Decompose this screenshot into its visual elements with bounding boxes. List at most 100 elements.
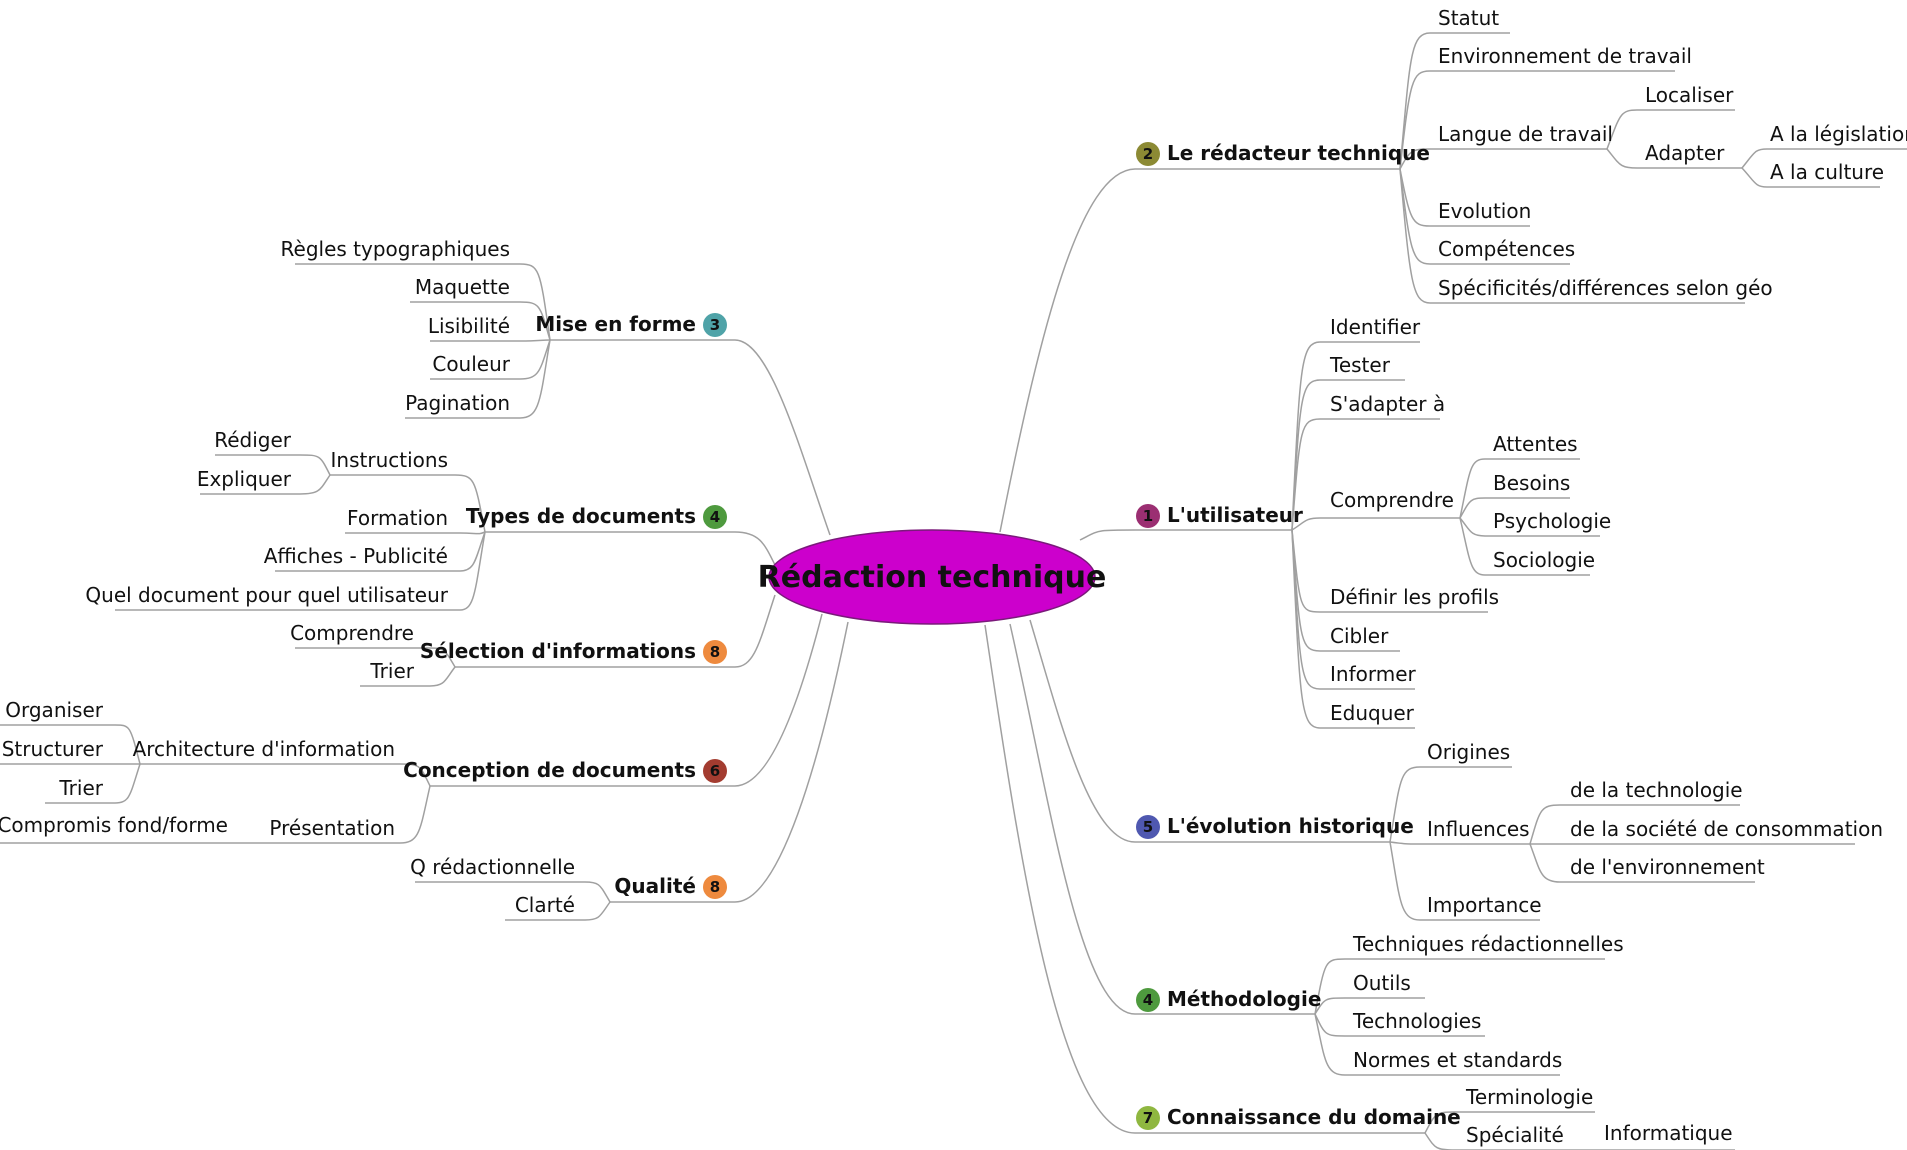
topic-presentation[interactable]: Présentation bbox=[269, 816, 395, 840]
branch-domaine[interactable]: 7 Connaissance du domaine bbox=[1136, 1105, 1461, 1130]
topic-couleur[interactable]: Couleur bbox=[432, 352, 510, 376]
topic-influences[interactable]: Influences bbox=[1427, 817, 1530, 841]
connector bbox=[1079, 529, 1136, 541]
topic-architecture[interactable]: Architecture d'information bbox=[133, 737, 395, 761]
topic-terminologie[interactable]: Terminologie bbox=[1465, 1085, 1593, 1109]
topic-adapter[interactable]: Adapter bbox=[1645, 141, 1725, 165]
topic-statut[interactable]: Statut bbox=[1438, 6, 1499, 30]
connector bbox=[1399, 168, 1745, 304]
topic-q-redactionnelle[interactable]: Q rédactionnelle bbox=[410, 855, 575, 879]
number-4-icon: 4 bbox=[703, 505, 727, 529]
topic-eduquer[interactable]: Eduquer bbox=[1330, 701, 1415, 725]
topic-specialite[interactable]: Spécialité bbox=[1466, 1123, 1564, 1147]
connector bbox=[1314, 1013, 1560, 1076]
central-topic[interactable]: Rédaction technique bbox=[758, 529, 1107, 625]
topic-technologie[interactable]: de la technologie bbox=[1570, 778, 1743, 802]
topic-environnement-travail[interactable]: Environnement de travail bbox=[1438, 44, 1692, 68]
topic-affiches[interactable]: Affiches - Publicité bbox=[264, 544, 448, 568]
connector bbox=[1009, 623, 1136, 1015]
connector bbox=[215, 454, 331, 476]
connector bbox=[1606, 148, 1742, 169]
topic-attentes[interactable]: Attentes bbox=[1493, 432, 1578, 456]
topic-identifier[interactable]: Identifier bbox=[1330, 315, 1421, 339]
topic-rediger[interactable]: Rédiger bbox=[214, 428, 292, 452]
topic-pagination[interactable]: Pagination bbox=[405, 391, 510, 415]
topic-evolution[interactable]: Evolution bbox=[1438, 199, 1531, 223]
topic-besoins[interactable]: Besoins bbox=[1493, 471, 1570, 495]
topic-technologies[interactable]: Technologies bbox=[1352, 1009, 1481, 1033]
topic-cibler[interactable]: Cibler bbox=[1330, 624, 1389, 648]
connector bbox=[734, 613, 823, 787]
connector bbox=[1459, 458, 1580, 519]
connector bbox=[1529, 804, 1740, 845]
branch-label: Connaissance du domaine bbox=[1167, 1105, 1461, 1129]
topic-instructions[interactable]: Instructions bbox=[331, 448, 448, 472]
topic-techniques[interactable]: Techniques rédactionnelles bbox=[1352, 932, 1624, 956]
connector bbox=[275, 531, 486, 572]
topic-structurer[interactable]: Structurer bbox=[2, 737, 104, 761]
branch-conception[interactable]: Conception de documents 6 bbox=[403, 758, 727, 783]
topic-trier-sel[interactable]: Trier bbox=[369, 659, 414, 683]
connector bbox=[430, 339, 551, 380]
connector bbox=[1399, 168, 1570, 265]
topic-compromis[interactable]: Compromis fond/forme bbox=[0, 813, 228, 837]
connector bbox=[1459, 517, 1600, 537]
topic-importance[interactable]: Importance bbox=[1427, 893, 1542, 917]
branch-selection[interactable]: Sélection d'informations 8 bbox=[420, 639, 727, 664]
topic-specificites[interactable]: Spécificités/différences selon géo bbox=[1438, 276, 1773, 300]
topic-comprendre-sel[interactable]: Comprendre bbox=[290, 621, 414, 645]
topic-sadapter[interactable]: S'adapter à bbox=[1330, 392, 1445, 416]
topic-comprendre[interactable]: Comprendre bbox=[1330, 488, 1454, 512]
connector bbox=[360, 666, 456, 687]
connector bbox=[1424, 1111, 1595, 1134]
topic-quel-document[interactable]: Quel document pour quel utilisateur bbox=[85, 583, 448, 607]
connector bbox=[1741, 167, 1880, 188]
topic-tester[interactable]: Tester bbox=[1329, 353, 1391, 377]
topic-environnement[interactable]: de l'environnement bbox=[1570, 855, 1765, 879]
connector bbox=[1389, 766, 1512, 843]
topic-formation[interactable]: Formation bbox=[347, 506, 448, 530]
topic-lisibilite[interactable]: Lisibilité bbox=[428, 314, 510, 338]
connector bbox=[45, 763, 141, 804]
svg-text:6: 6 bbox=[710, 762, 720, 780]
branch-qualite[interactable]: Qualité 8 bbox=[614, 874, 727, 899]
topic-trier-conc[interactable]: Trier bbox=[58, 776, 103, 800]
branch-redacteur[interactable]: 2 Le rédacteur technique bbox=[1136, 141, 1430, 166]
topic-competences[interactable]: Compétences bbox=[1438, 237, 1575, 261]
topic-organiser[interactable]: Organiser bbox=[5, 698, 104, 722]
topic-maquette[interactable]: Maquette bbox=[415, 275, 510, 299]
connector bbox=[1606, 109, 1735, 150]
topic-origines[interactable]: Origines bbox=[1427, 740, 1510, 764]
central-topic-label: Rédaction technique bbox=[758, 560, 1107, 595]
connector bbox=[1399, 148, 1607, 170]
topic-legislation[interactable]: A la législation bbox=[1770, 122, 1907, 146]
branch-label: L'utilisateur bbox=[1167, 503, 1303, 527]
topic-psychologie[interactable]: Psychologie bbox=[1493, 509, 1611, 533]
connector bbox=[734, 594, 776, 668]
connector bbox=[1459, 497, 1570, 519]
svg-text:8: 8 bbox=[710, 643, 720, 661]
topic-societe[interactable]: de la société de consommation bbox=[1570, 817, 1883, 841]
topic-normes[interactable]: Normes et standards bbox=[1353, 1048, 1562, 1072]
topic-localiser[interactable]: Localiser bbox=[1645, 83, 1734, 107]
branch-utilisateur[interactable]: 1 L'utilisateur bbox=[1136, 503, 1303, 528]
topic-culture[interactable]: A la culture bbox=[1770, 160, 1884, 184]
connector bbox=[1399, 32, 1510, 170]
connector bbox=[505, 901, 611, 921]
branch-methodologie[interactable]: 4 Méthodologie bbox=[1136, 987, 1321, 1012]
branch-types-documents[interactable]: Types de documents 4 bbox=[466, 504, 727, 529]
topic-regles[interactable]: Règles typographiques bbox=[281, 237, 510, 261]
topic-definir-profils[interactable]: Définir les profils bbox=[1330, 585, 1499, 609]
topic-sociologie[interactable]: Sociologie bbox=[1493, 548, 1595, 572]
topic-outils[interactable]: Outils bbox=[1353, 971, 1411, 995]
topic-expliquer[interactable]: Expliquer bbox=[197, 467, 292, 491]
topic-langue-travail[interactable]: Langue de travail bbox=[1438, 122, 1613, 146]
branch-mise-en-forme[interactable]: Mise en forme 3 bbox=[535, 312, 727, 337]
topic-informatique[interactable]: Informatique bbox=[1604, 1121, 1733, 1145]
connector bbox=[295, 647, 456, 668]
topic-clarte[interactable]: Clarté bbox=[515, 893, 575, 917]
topic-informer[interactable]: Informer bbox=[1330, 662, 1417, 686]
connector bbox=[115, 531, 486, 611]
branch-evolution[interactable]: 5 L'évolution historique bbox=[1136, 814, 1414, 839]
